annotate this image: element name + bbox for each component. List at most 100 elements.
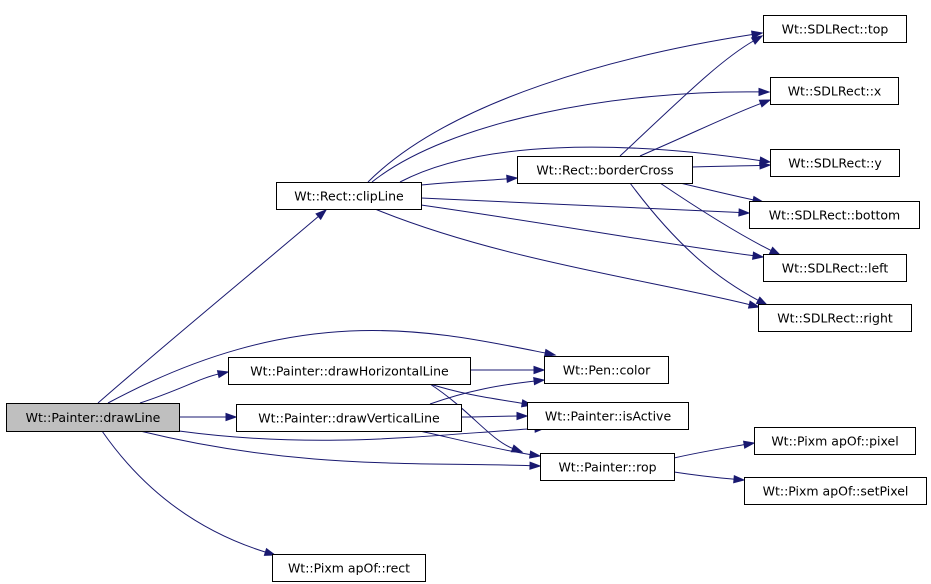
- node-drawVerticalLine[interactable]: Wt::Painter::drawVerticalLine: [236, 404, 462, 432]
- node-drawLine[interactable]: Wt::Painter::drawLine: [6, 403, 180, 432]
- edge-line: [420, 204, 755, 257]
- node-clipLine[interactable]: Wt::Rect::clipLine: [276, 182, 422, 210]
- node-box[interactable]: [272, 554, 426, 582]
- node-bottom[interactable]: Wt::SDLRect::bottom: [749, 201, 920, 229]
- arrowhead-icon: [225, 412, 238, 422]
- node-label: Wt::SDLRect::top: [782, 22, 889, 37]
- edge-line: [420, 178, 509, 186]
- edge-borderCross-to-right: [629, 182, 769, 306]
- edge-line: [691, 164, 762, 168]
- node-rect[interactable]: Wt::Pixm apOf::rect: [272, 554, 426, 582]
- node-drawHorizontalLine[interactable]: Wt::Painter::drawHorizontalLine: [228, 357, 471, 385]
- edge-clipLine-to-borderCross: [420, 174, 519, 186]
- node-borderCross[interactable]: Wt::Rect::borderCross: [517, 156, 693, 184]
- edge-rop-to-pixel: [673, 440, 756, 459]
- arrowhead-icon: [755, 296, 769, 306]
- node-label: Wt::SDLRect::x: [788, 84, 882, 99]
- node-box[interactable]: [228, 357, 471, 385]
- edge-line: [97, 215, 320, 404]
- node-box[interactable]: [758, 304, 912, 332]
- edge-borderCross-to-y: [691, 161, 772, 170]
- node-box[interactable]: [517, 156, 693, 184]
- node-box[interactable]: [770, 149, 900, 177]
- edge-line: [460, 415, 519, 418]
- node-label: Wt::SDLRect::y: [788, 156, 882, 171]
- node-label: Wt::Painter::drawHorizontalLine: [250, 364, 449, 379]
- edge-line: [139, 373, 220, 404]
- edge-line: [429, 383, 524, 404]
- call-nodes: Wt::Painter::drawLineWt::Rect::clipLineW…: [6, 15, 927, 582]
- node-top[interactable]: Wt::SDLRect::top: [763, 15, 907, 43]
- node-box[interactable]: [770, 77, 899, 105]
- edge-borderCross-to-x: [639, 99, 772, 157]
- edge-drawHorizontalLine-to-color: [469, 365, 546, 375]
- edge-rop-to-setPixel: [673, 471, 746, 484]
- edge-drawLine-to-rop: [139, 430, 542, 470]
- edge-line: [639, 102, 762, 157]
- arrowhead-icon: [263, 547, 277, 556]
- edge-line: [679, 182, 755, 201]
- edge-line: [419, 430, 532, 456]
- node-label: Wt::Painter::drawVerticalLine: [258, 411, 440, 426]
- node-box[interactable]: [763, 15, 907, 43]
- arrowhead-icon: [759, 161, 772, 170]
- root-node-box[interactable]: [6, 403, 180, 432]
- edge-line: [429, 383, 514, 450]
- arrowhead-icon: [533, 365, 546, 375]
- edge-line: [374, 208, 751, 306]
- node-left[interactable]: Wt::SDLRect::left: [763, 254, 907, 282]
- node-setPixel[interactable]: Wt::Pixm apOf::setPixel: [744, 477, 927, 505]
- node-box[interactable]: [754, 427, 916, 455]
- node-box[interactable]: [744, 477, 927, 505]
- edge-drawLine-to-rect: [101, 430, 277, 556]
- edge-borderCross-to-bottom: [679, 182, 765, 204]
- arrowhead-icon: [750, 35, 764, 45]
- node-label: Wt::Painter::isActive: [545, 409, 672, 424]
- node-right[interactable]: Wt::SDLRect::right: [758, 304, 912, 332]
- node-label: Wt::Pixm apOf::pixel: [771, 434, 898, 449]
- edge-drawLine-to-drawHorizontalLine: [139, 370, 230, 404]
- arrowhead-icon: [543, 348, 557, 358]
- arrowhead-icon: [506, 174, 519, 184]
- node-box[interactable]: [749, 201, 920, 229]
- edge-line: [659, 182, 773, 252]
- node-box[interactable]: [276, 182, 422, 210]
- edge-line: [673, 444, 746, 459]
- node-label: Wt::Pixm apOf::rect: [288, 561, 410, 576]
- edge-clipLine-to-left: [420, 204, 765, 260]
- edge-line: [101, 430, 267, 553]
- node-color[interactable]: Wt::Pen::color: [544, 356, 669, 384]
- node-box[interactable]: [236, 404, 462, 432]
- node-rop[interactable]: Wt::Painter::rop: [540, 453, 675, 481]
- edge-line: [420, 197, 741, 213]
- arrowhead-icon: [516, 411, 529, 421]
- node-label: Wt::Rect::clipLine: [294, 189, 404, 204]
- node-label: Wt::SDLRect::bottom: [769, 208, 900, 223]
- node-box[interactable]: [527, 402, 689, 430]
- node-box[interactable]: [544, 356, 669, 384]
- edge-drawLine-to-drawVerticalLine: [179, 412, 238, 422]
- node-isActive[interactable]: Wt::Painter::isActive: [527, 402, 689, 430]
- call-edges: [97, 30, 782, 556]
- edge-clipLine-to-x: [371, 87, 771, 183]
- edge-drawVerticalLine-to-isActive: [460, 411, 529, 421]
- node-y[interactable]: Wt::SDLRect::y: [770, 149, 900, 177]
- edge-borderCross-to-top: [619, 35, 764, 157]
- edge-line: [429, 380, 536, 405]
- node-label: Wt::Pixm apOf::setPixel: [763, 484, 909, 499]
- node-x[interactable]: Wt::SDLRect::x: [770, 77, 899, 105]
- edge-line: [107, 329, 547, 404]
- edge-line: [619, 40, 755, 157]
- node-box[interactable]: [763, 254, 907, 282]
- edge-line: [371, 91, 761, 183]
- arrowhead-icon: [315, 209, 328, 221]
- arrowhead-icon: [738, 208, 751, 217]
- node-box[interactable]: [540, 453, 675, 481]
- edge-clipLine-to-right: [374, 208, 761, 309]
- arrowhead-icon: [510, 444, 524, 453]
- arrowhead-icon: [747, 300, 761, 309]
- node-label: Wt::Rect::borderCross: [536, 163, 673, 178]
- edge-line: [629, 182, 760, 302]
- node-pixel[interactable]: Wt::Pixm apOf::pixel: [754, 427, 916, 455]
